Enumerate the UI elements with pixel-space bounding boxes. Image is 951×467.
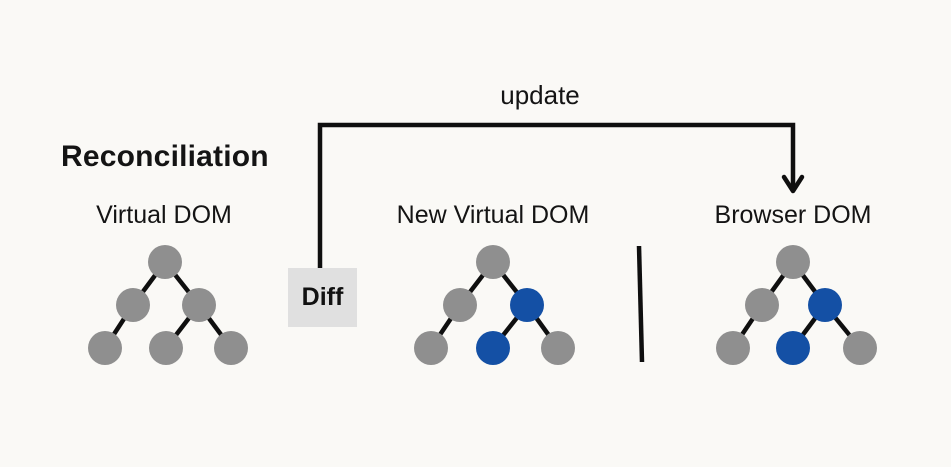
new-virtual-dom-node-r [510, 288, 544, 322]
new-virtual-dom-label: New Virtual DOM [396, 201, 590, 229]
new-virtual-dom-node-root [476, 245, 510, 279]
virtual-dom-node-rr [214, 331, 248, 365]
virtual-dom-node-root [148, 245, 182, 279]
virtual-dom-node-r [182, 288, 216, 322]
divider-line [636, 245, 645, 363]
browser-dom-node-root [776, 245, 810, 279]
virtual-dom-node-rl [149, 331, 183, 365]
virtual-dom-label: Virtual DOM [96, 201, 232, 229]
browser-dom-node-rr [843, 331, 877, 365]
new-virtual-dom-node-rr [541, 331, 575, 365]
tree-graphics [88, 245, 877, 365]
virtual-dom-node-ll [88, 331, 122, 365]
diff-box: Diff [288, 268, 357, 327]
update-arrowhead-icon [781, 174, 805, 194]
browser-dom-label: Browser DOM [714, 201, 872, 229]
browser-dom-node-rl [776, 331, 810, 365]
new-virtual-dom-node-rl [476, 331, 510, 365]
virtual-dom-node-l [116, 288, 150, 322]
browser-dom-node-r [808, 288, 842, 322]
new-virtual-dom-node-ll [414, 331, 448, 365]
diagram-title: Reconciliation [61, 140, 269, 173]
update-arrow-label: update [500, 80, 580, 110]
browser-dom-node-l [745, 288, 779, 322]
browser-dom-node-ll [716, 331, 750, 365]
diff-box-label: Diff [301, 283, 344, 311]
new-virtual-dom-node-l [443, 288, 477, 322]
update-arrow-line [317, 122, 796, 272]
